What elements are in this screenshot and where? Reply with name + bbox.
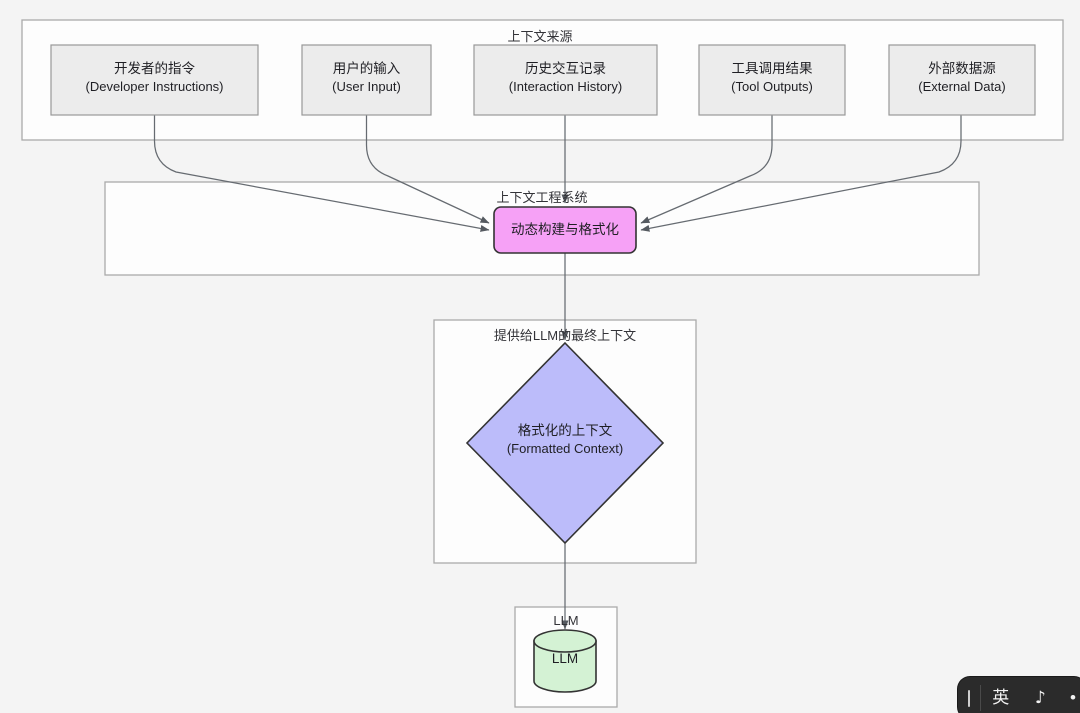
node-external-data[interactable] <box>888 44 1036 116</box>
edge-tool-outputs-to-dynamic <box>640 115 773 224</box>
node-interaction-history[interactable] <box>473 44 658 116</box>
node-tool-outputs[interactable] <box>698 44 846 116</box>
edge-external-data-to-dynamic <box>640 115 962 232</box>
node-formatted-context[interactable] <box>465 341 665 545</box>
cluster-title-final-context: 提供给LLM的最终上下文 <box>493 328 637 343</box>
node-developer-instructions[interactable] <box>50 44 259 116</box>
cluster-title-engineering: 上下文工程系统 <box>496 190 588 205</box>
edge-user-input-to-dynamic <box>365 115 490 224</box>
cluster-title-sources: 上下文来源 <box>507 29 573 44</box>
node-llm-cylinder[interactable] <box>533 629 597 693</box>
node-user-input[interactable] <box>301 44 432 116</box>
ime-language-mode-button[interactable]: 英 <box>992 688 1010 708</box>
ime-toolbar[interactable]: 英 ♪ • <box>958 677 1080 713</box>
node-dynamic-build-format[interactable] <box>493 206 637 254</box>
edge-developer-instructions-to-dynamic <box>153 115 490 232</box>
cluster-title-llm: LLM <box>553 613 579 628</box>
ime-divider <box>980 685 981 711</box>
ime-punctuation-button[interactable]: ♪ <box>1034 688 1046 708</box>
ime-drag-handle-icon[interactable] <box>958 677 980 713</box>
ime-menu-icon[interactable]: • <box>1070 688 1076 707</box>
